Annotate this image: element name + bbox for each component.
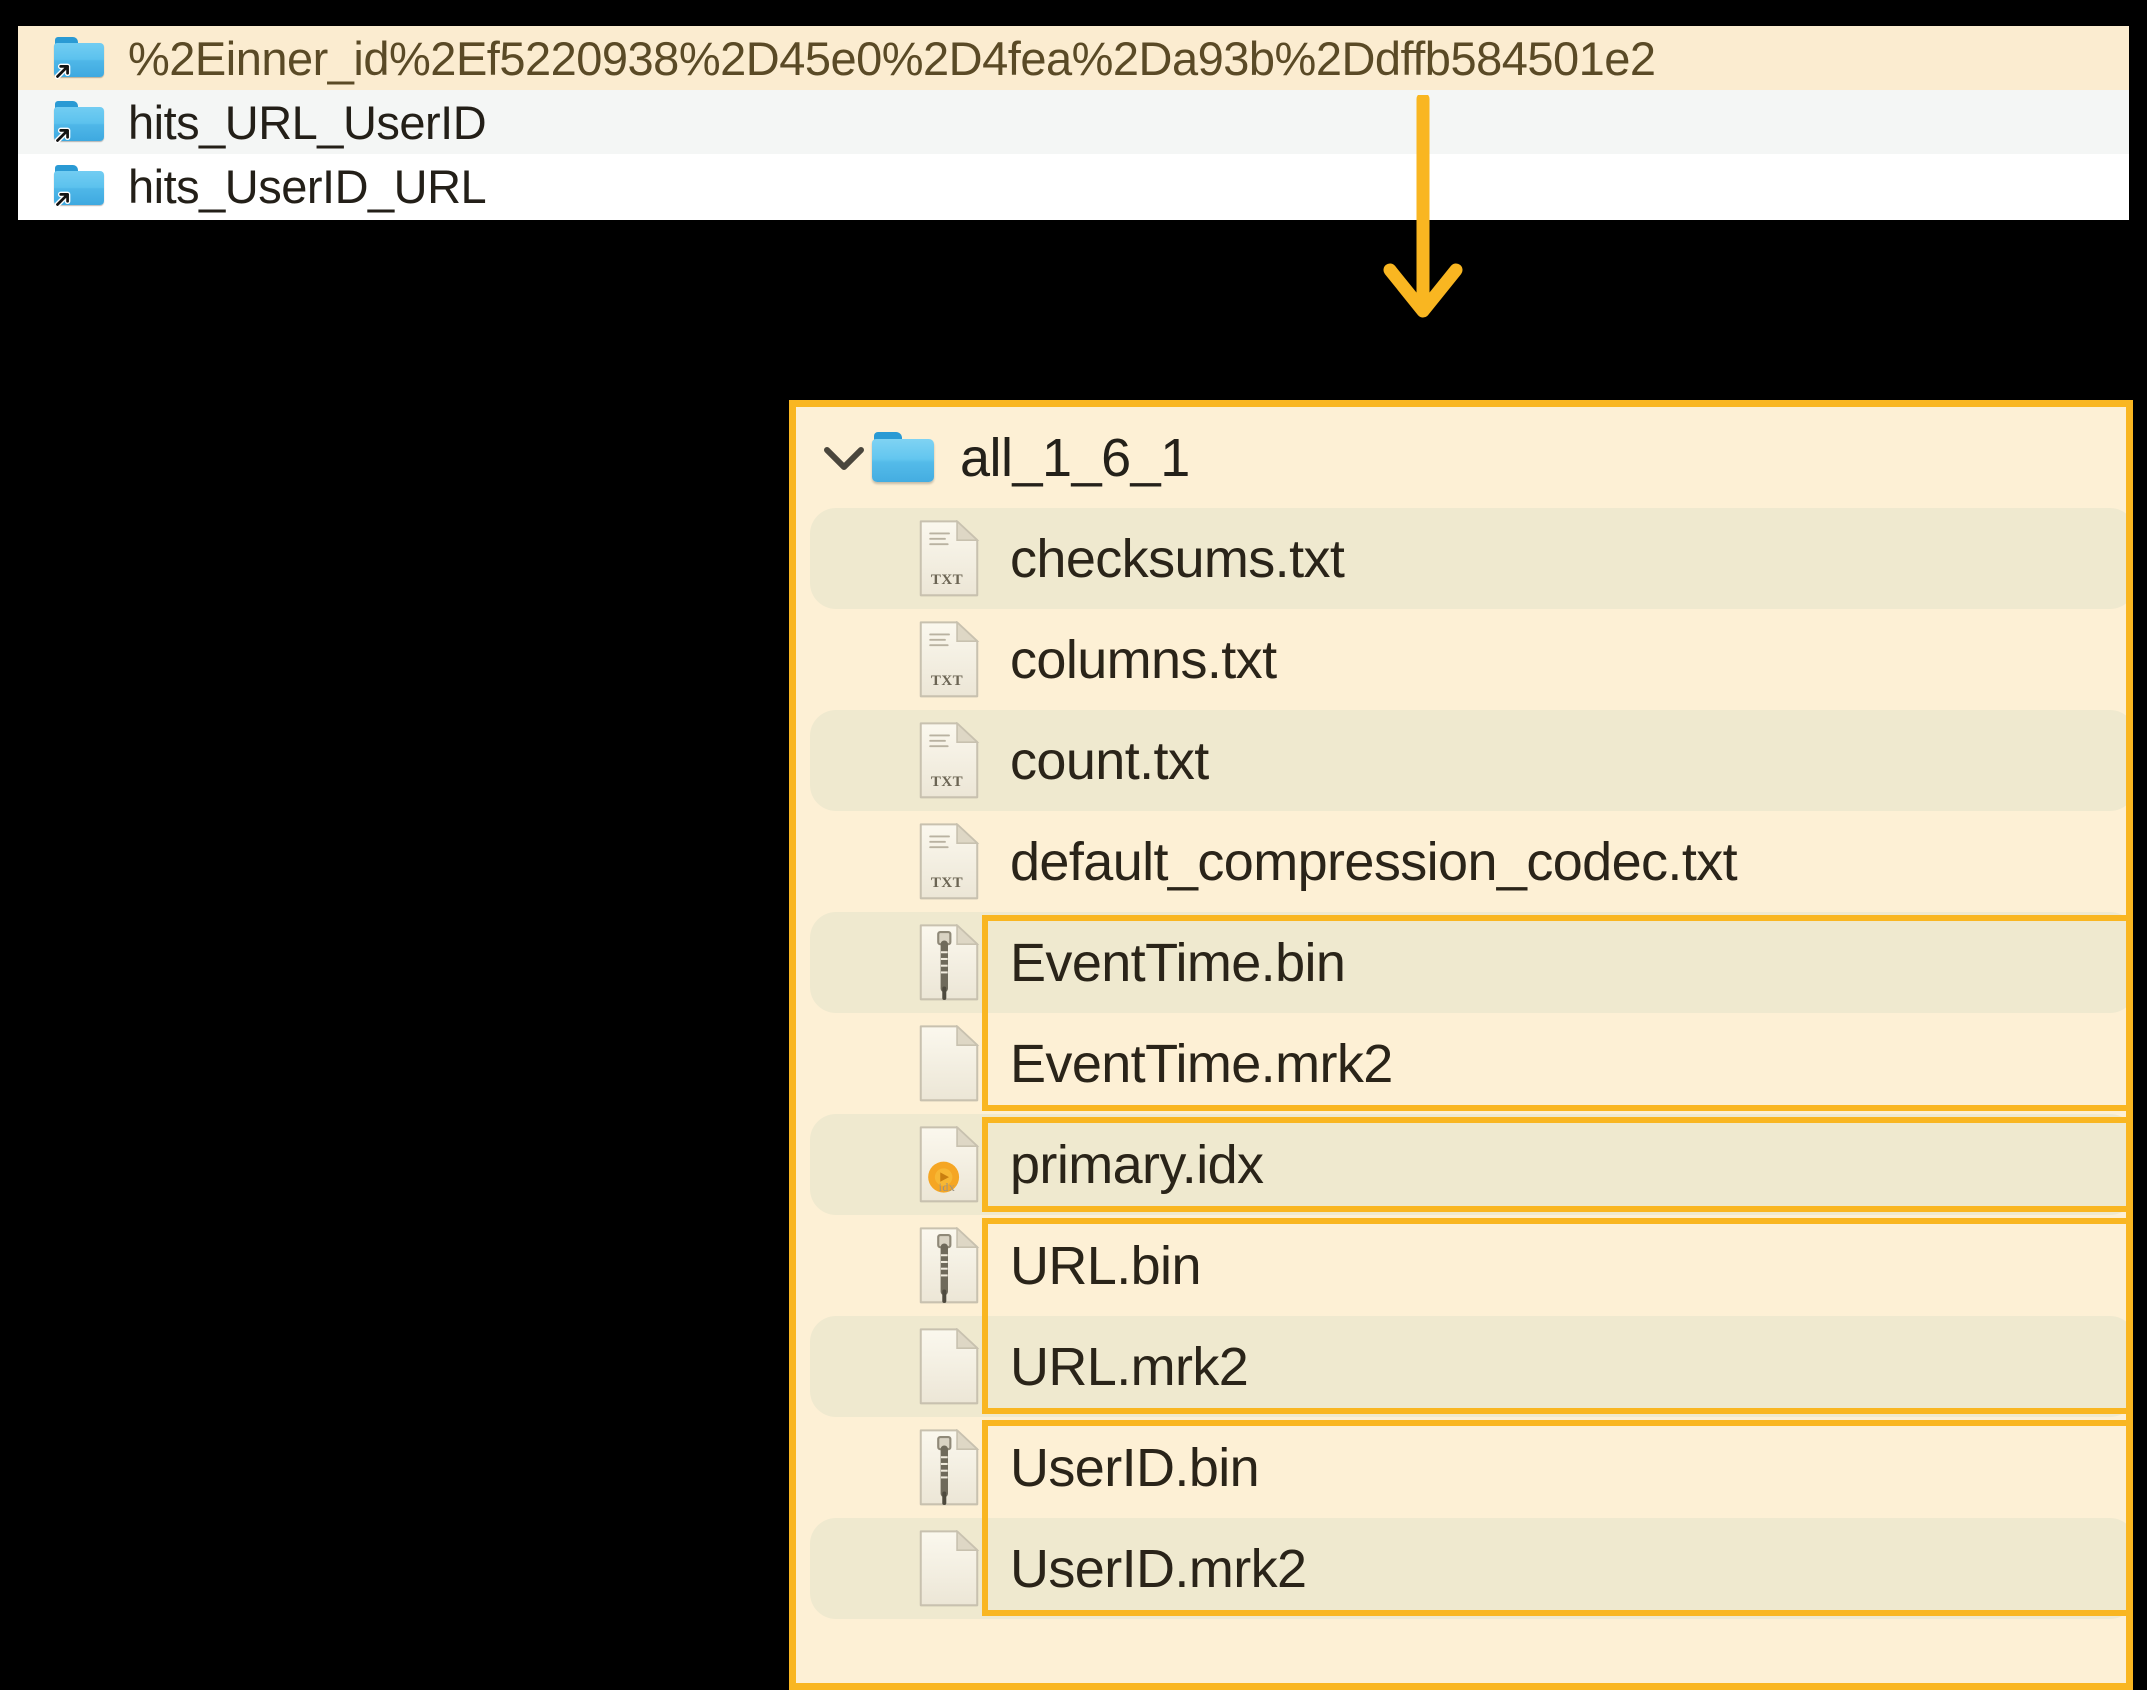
- folder-alias-icon: [54, 165, 106, 208]
- file-extension-badge: TXT: [930, 571, 964, 588]
- txt-file-icon: TXT: [918, 620, 980, 699]
- tree-file-row[interactable]: UserID.mrk2: [796, 1518, 2126, 1619]
- directory-row[interactable]: %2Einner_id%2Ef5220938%2D45e0%2D4fea%2Da…: [18, 26, 2129, 90]
- tree-file-label: count.txt: [1010, 730, 1209, 791]
- binary-glyph: [937, 1435, 952, 1505]
- tree-root-label: all_1_6_1: [960, 427, 1190, 488]
- tree-file-row[interactable]: TXT columns.txt: [796, 609, 2126, 710]
- directory-row-label: hits_UserID_URL: [128, 159, 487, 213]
- tree-file-label: URL.mrk2: [1010, 1336, 1249, 1397]
- blank-file-icon: [918, 1327, 980, 1406]
- tree-file-label: primary.idx: [1010, 1134, 1264, 1195]
- blank-file-icon: [918, 1529, 980, 1608]
- folder-icon: [872, 431, 936, 484]
- tree-file-label: URL.bin: [1010, 1235, 1202, 1296]
- blank-file-icon: [918, 1024, 980, 1103]
- alias-arrow-icon: [54, 63, 71, 80]
- file-extension-badge: idx: [938, 1179, 956, 1194]
- tree-file-label: UserID.mrk2: [1010, 1538, 1307, 1599]
- file-extension-badge: TXT: [930, 874, 964, 891]
- tree-file-row[interactable]: TXT checksums.txt: [796, 508, 2126, 609]
- txt-file-icon: TXT: [918, 519, 980, 598]
- directory-row[interactable]: hits_URL_UserID: [18, 90, 2129, 154]
- directory-listing-panel: %2Einner_id%2Ef5220938%2D45e0%2D4fea%2Da…: [18, 26, 2129, 220]
- tree-file-row[interactable]: URL.bin: [796, 1215, 2126, 1316]
- folder-alias-icon: [54, 37, 106, 80]
- tree-file-label: EventTime.bin: [1010, 932, 1346, 993]
- tree-file-row[interactable]: URL.mrk2: [796, 1316, 2126, 1417]
- tree-file-row[interactable]: idx primary.idx: [796, 1114, 2126, 1215]
- part-directory-tree-panel: all_1_6_1 TXT checksums.txt: [789, 400, 2133, 1690]
- tree-file-row[interactable]: TXT count.txt: [796, 710, 2126, 811]
- directory-row-label: hits_URL_UserID: [128, 95, 487, 149]
- file-extension-badge: TXT: [930, 672, 964, 689]
- alias-arrow-icon: [54, 191, 71, 208]
- annotation-arrow: [1383, 95, 1463, 318]
- tree-file-label: checksums.txt: [1010, 528, 1345, 589]
- tree-file-row[interactable]: EventTime.mrk2: [796, 1013, 2126, 1114]
- binary-glyph: [937, 930, 952, 1000]
- chevron-down-icon[interactable]: [816, 443, 872, 473]
- alias-arrow-icon: [54, 127, 71, 144]
- bin-file-icon: [918, 1226, 980, 1305]
- bin-file-icon: [918, 923, 980, 1002]
- tree-file-row[interactable]: EventTime.bin: [796, 912, 2126, 1013]
- txt-file-icon: TXT: [918, 822, 980, 901]
- directory-row-label: %2Einner_id%2Ef5220938%2D45e0%2D4fea%2Da…: [128, 31, 1656, 85]
- bin-file-icon: [918, 1428, 980, 1507]
- tree-file-label: UserID.bin: [1010, 1437, 1260, 1498]
- idx-file-icon: idx: [918, 1125, 980, 1204]
- file-extension-badge: TXT: [930, 773, 964, 790]
- tree-file-row[interactable]: UserID.bin: [796, 1417, 2126, 1518]
- folder-alias-icon: [54, 101, 106, 144]
- binary-glyph: [937, 1233, 952, 1303]
- tree-file-label: columns.txt: [1010, 629, 1277, 690]
- directory-row[interactable]: hits_UserID_URL: [18, 154, 2129, 218]
- txt-file-icon: TXT: [918, 721, 980, 800]
- tree-file-row[interactable]: TXT default_compression_codec.txt: [796, 811, 2126, 912]
- tree-file-label: default_compression_codec.txt: [1010, 831, 1738, 892]
- tree-root-row[interactable]: all_1_6_1: [796, 407, 2126, 508]
- index-glyph: [928, 1161, 960, 1193]
- tree-file-label: EventTime.mrk2: [1010, 1033, 1393, 1094]
